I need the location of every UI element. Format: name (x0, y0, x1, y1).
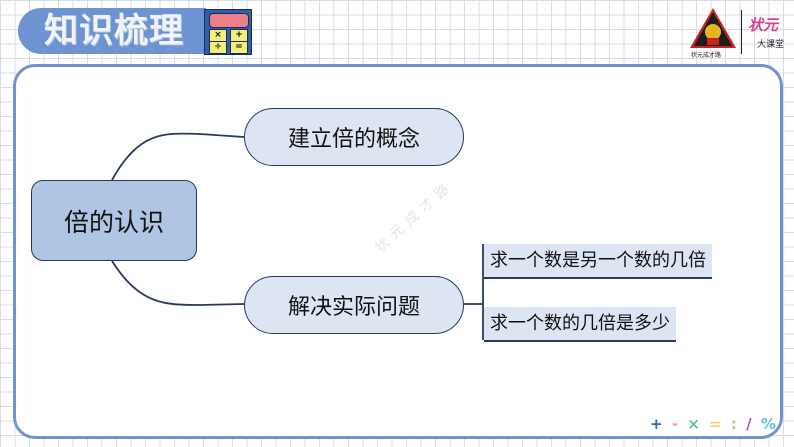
calculator-key-equals: = (230, 41, 248, 54)
champion-badge-icon (690, 8, 736, 48)
equals-symbol-icon: = (709, 415, 724, 433)
branch-node-label: 解决实际问题 (287, 295, 420, 320)
branch-node-label: 建立倍的概念 (287, 127, 420, 152)
connector-root-to-branch-1 (111, 132, 245, 181)
logo-brand-bottom: 大课堂 (757, 40, 785, 50)
mindmap-leaf-node: 求一个数是另一个数的几倍 (484, 244, 712, 279)
math-symbols-decoration: + - × = : / % (650, 415, 778, 433)
connector-root-to-branch-2 (111, 260, 245, 306)
section-title: 知识梳理 (44, 11, 184, 51)
calculator-screen (209, 13, 249, 28)
plus-symbol-icon: + (650, 415, 665, 433)
mindmap-branch-node: 建立倍的概念 (244, 108, 464, 166)
logo-caption: 状元成才路 (691, 52, 722, 59)
logo-brand-top: 状元 (748, 16, 779, 34)
mindmap-branch-node: 解决实际问题 (244, 276, 464, 334)
logo-divider (741, 10, 742, 54)
mindmap-leaf-node: 求一个数的几倍是多少 (484, 307, 676, 342)
times-symbol-icon: × (687, 415, 702, 433)
percent-symbol-icon: % (760, 415, 778, 433)
publisher-logo: 状元成才路 状元 大课堂 (688, 6, 788, 59)
root-node-label: 倍的认识 (63, 207, 164, 237)
section-title-banner (18, 8, 206, 54)
colon-symbol-icon: : (730, 415, 739, 433)
mindmap-root-node: 倍的认识 (31, 180, 197, 261)
calculator-key-divide: ÷ (209, 41, 227, 54)
minus-symbol-icon: - (671, 415, 681, 433)
calculator-icon: × + ÷ = (204, 9, 252, 55)
slash-symbol-icon: / (746, 415, 754, 433)
